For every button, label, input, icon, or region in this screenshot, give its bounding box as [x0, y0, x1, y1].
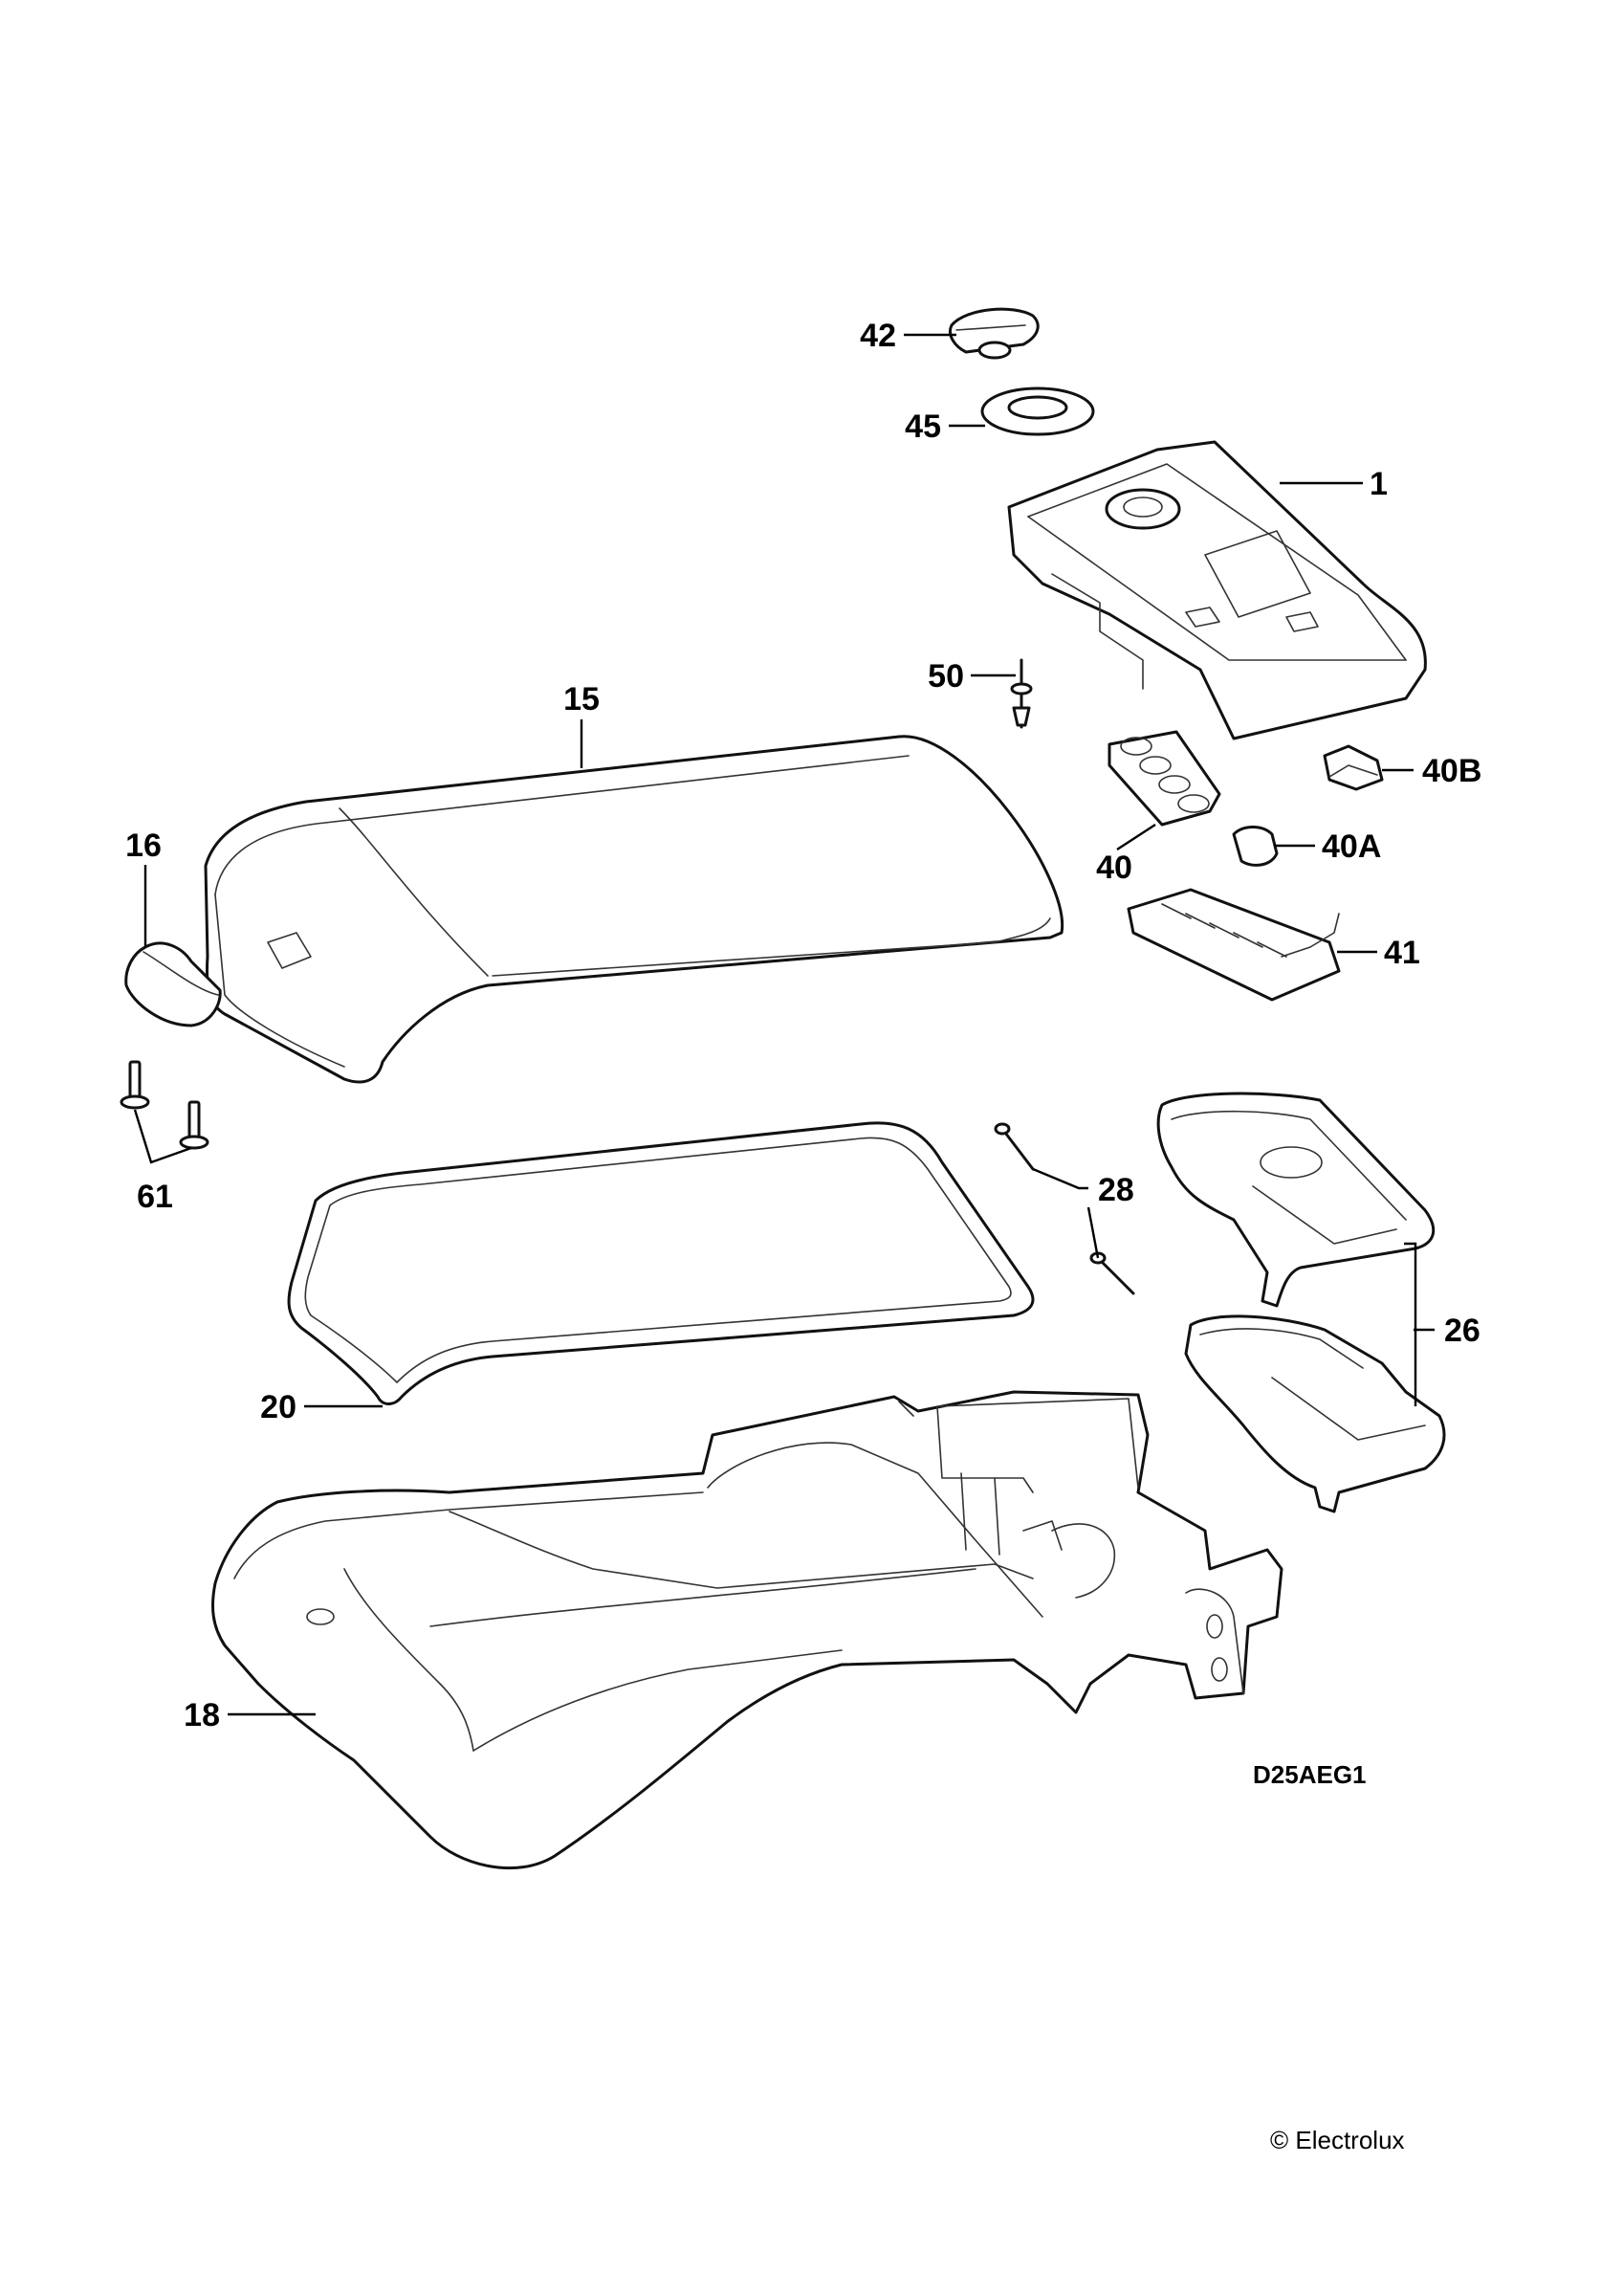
leader-40: [1116, 823, 1156, 851]
leader-28: [1032, 1167, 1088, 1190]
leader-61: [133, 1109, 192, 1164]
leader-lines: [133, 333, 1435, 1716]
part-16-handle-cap: [124, 941, 222, 1027]
part-40-buttons: [1108, 730, 1221, 827]
copyright-notice: © Electrolux: [1270, 2126, 1405, 2154]
callout-41: 41: [1384, 935, 1420, 971]
leader-26: [1404, 1242, 1417, 1332]
drawing-code: D25AEG1: [1253, 1760, 1367, 1789]
callout-labels: 42 45 1 50 15 40B 40 40A 16 41 61 28 26 …: [125, 318, 1481, 1733]
part-61-screws: [120, 1060, 209, 1150]
callout-20: 20: [260, 1389, 296, 1425]
callout-15: 15: [563, 681, 600, 718]
callout-45: 45: [905, 408, 941, 445]
part-1-control-panel: [1007, 440, 1427, 740]
callout-16: 16: [125, 828, 162, 864]
part-15-lid: [204, 735, 1064, 1084]
callout-40B: 40B: [1422, 753, 1481, 789]
callout-40A: 40A: [1322, 828, 1381, 865]
callout-26: 26: [1444, 1313, 1480, 1349]
part-42-knob: [949, 307, 1040, 360]
callout-28: 28: [1098, 1172, 1134, 1208]
part-50-pin: [1010, 658, 1033, 729]
callout-61: 61: [137, 1179, 173, 1215]
callout-42: 42: [860, 318, 896, 354]
part-40B-switch: [1323, 744, 1384, 791]
leader-28b: [1086, 1206, 1100, 1259]
callout-50: 50: [928, 658, 964, 695]
part-18-dispenser-housing: [210, 1390, 1283, 1870]
callout-18: 18: [184, 1697, 220, 1733]
part-41-pcb: [1127, 888, 1341, 1002]
part-20-gasket: [287, 1121, 1035, 1405]
callout-1: 1: [1370, 466, 1388, 502]
part-26-drawer: [1156, 1092, 1446, 1513]
callout-40: 40: [1096, 850, 1132, 886]
part-40A-button: [1232, 826, 1279, 867]
part-45-ring: [980, 386, 1095, 436]
